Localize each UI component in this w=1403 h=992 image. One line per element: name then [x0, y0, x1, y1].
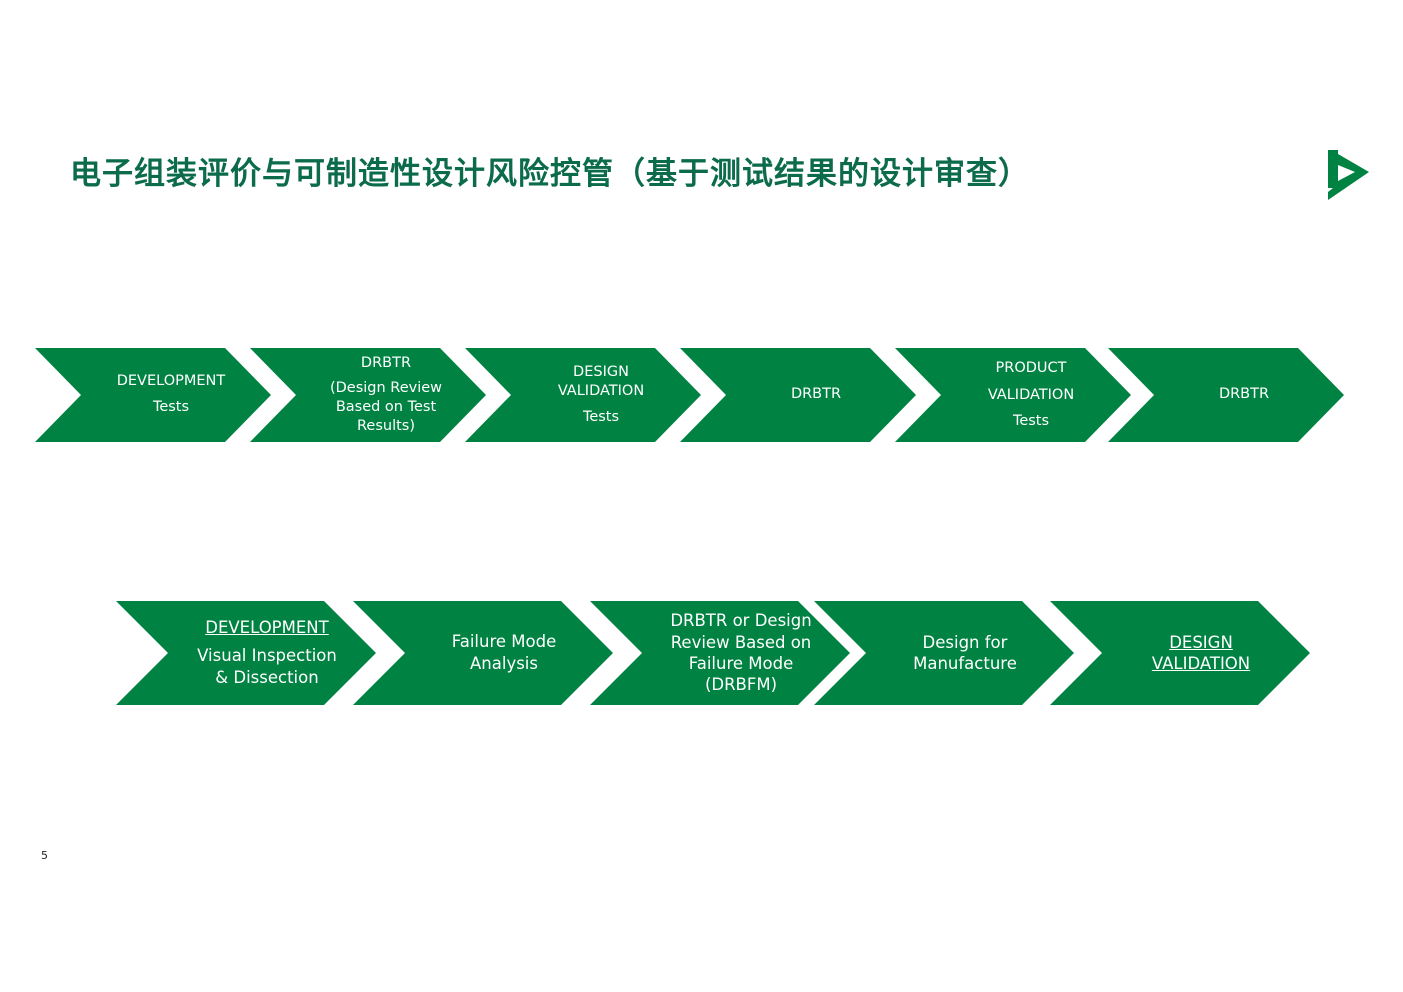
step-label: DESIGN	[1169, 632, 1233, 652]
process-step-drbtr: DRBTR	[1108, 348, 1344, 442]
step-label: DRBTR	[790, 386, 842, 403]
step-label: Review Based on	[670, 632, 812, 652]
step-label: DESIGN	[573, 363, 629, 380]
play-arrow-logo-icon	[1328, 150, 1369, 200]
process-step-failure-mode-analysis: Failure Mode Analysis	[353, 601, 613, 705]
step-label: VALIDATION	[1151, 654, 1251, 673]
step-label: DRBTR	[1218, 386, 1270, 403]
step-label: Design for	[922, 632, 1008, 652]
step-label: (DRBFM)	[704, 675, 778, 695]
step-label: DRBTR	[360, 355, 412, 372]
step-label: DEVELOPMENT	[205, 617, 329, 637]
step-label: Tests	[152, 399, 190, 415]
step-label: DRBTR or Design	[670, 611, 812, 631]
page-number: 5	[41, 849, 48, 862]
step-label: & Dissection	[215, 668, 319, 688]
step-label: (Design Review	[329, 380, 443, 397]
process-step-product-validation-tests: PRODUCT VALIDATION Tests	[895, 348, 1131, 442]
step-label: Based on Test	[335, 399, 437, 415]
process-step-development-tests: DEVELOPMENT Tests	[35, 348, 271, 442]
step-label: DEVELOPMENT	[116, 373, 226, 390]
step-label: Failure Mode	[688, 654, 794, 673]
step-label: Visual Inspection	[197, 645, 337, 665]
process-step-design-for-manufacture: Design for Manufacture	[814, 601, 1074, 705]
page-title: 电子组装评价与可制造性设计风险控管（基于测试结果的设计审查）	[70, 156, 1030, 192]
process-step-drbtr: DRBTR	[680, 348, 916, 442]
process-step-design-validation: DESIGN VALIDATION	[1050, 601, 1310, 705]
step-label: VALIDATION	[987, 386, 1075, 403]
step-label: Tests	[1012, 413, 1050, 430]
step-label: PRODUCT	[995, 359, 1067, 376]
step-label: Analysis	[470, 654, 538, 673]
step-label: Failure Mode	[451, 631, 557, 651]
process-step-drbtr: DRBTR (Design Review Based on Test Resul…	[250, 348, 486, 442]
process-step-development-inspection: DEVELOPMENT Visual Inspection & Dissecti…	[116, 601, 376, 705]
step-label: VALIDATION	[557, 383, 645, 400]
step-label: Manufacture	[913, 654, 1017, 673]
step-label: Results)	[356, 417, 415, 434]
process-step-design-validation-tests: DESIGN VALIDATION Tests	[465, 348, 701, 442]
process-step-drbfm: DRBTR or Design Review Based on Failure …	[590, 601, 850, 705]
step-label: Tests	[582, 408, 620, 425]
